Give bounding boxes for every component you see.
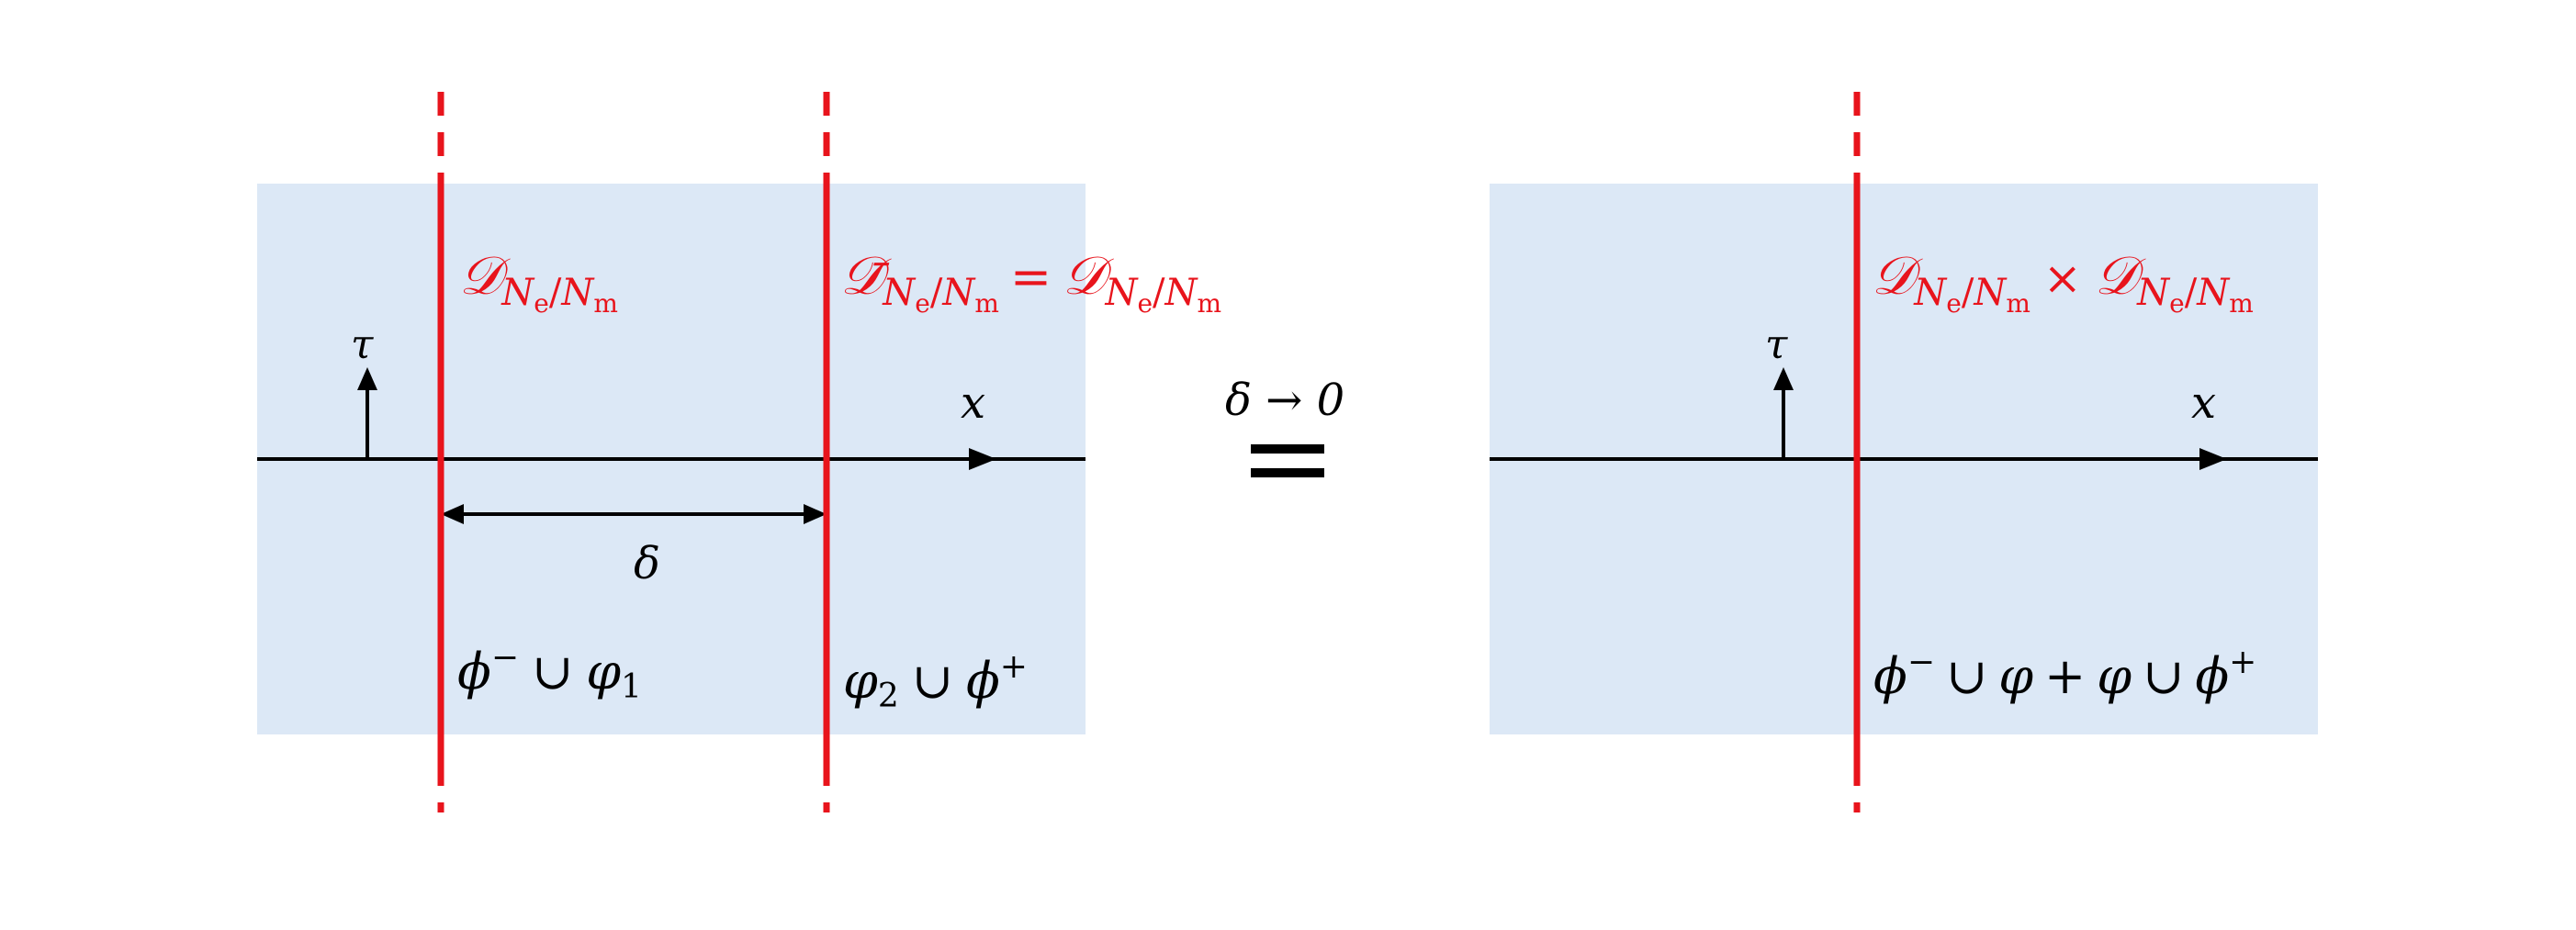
limit-label: δ → 0: [1225, 375, 1344, 426]
region-right-label: φ2 ∪ϕ+: [843, 648, 1028, 715]
fused-region-varphi-2: φ: [2097, 647, 2132, 705]
fused-region-varphi-1: φ: [1998, 647, 2033, 705]
fused-region-cup-2: ∪: [2143, 647, 2184, 705]
defect-2-equals: =: [1010, 248, 1052, 306]
defect-1-sub-n2: N: [560, 272, 595, 314]
left-panel: τ x δ 𝒟Ne/Nm 𝒟̄Ne/Nm=𝒟Ne/Nm ϕ−∪φ1 φ2∪ϕ+: [257, 92, 1221, 812]
fused-times: ×: [2043, 252, 2082, 305]
fused-region-cup-1: ∪: [1946, 647, 1987, 705]
defect-1-sub-e: e: [534, 288, 549, 319]
region-right-sub: 2: [878, 678, 899, 715]
defect-2-rhs-sub-n1: N: [1104, 272, 1139, 314]
region-left-sub: 1: [621, 668, 642, 706]
defect-1-label: 𝒟Ne/Nm: [459, 244, 618, 319]
defect-2-sub-m: m: [974, 288, 999, 319]
region-left-cup: ∪: [532, 643, 573, 700]
defect-2-rhs-sub-m: m: [1198, 288, 1222, 319]
right-panel: τ x 𝒟Ne/Nm×𝒟Ne/Nm ϕ−∪φ+φ∪ϕ+: [1490, 92, 2318, 812]
defect-2-slash: /: [930, 272, 943, 314]
equals-bar-top: [1251, 444, 1324, 454]
region-left-sup: −: [491, 639, 519, 677]
left-tau-label: τ: [351, 321, 374, 368]
region-right-cup: ∪: [912, 652, 953, 710]
defect-2-sub-e: e: [915, 288, 930, 319]
right-x-label: x: [2191, 377, 2216, 429]
defect-1-sub-m: m: [593, 288, 618, 319]
defect-2-rhs-sub-e: e: [1137, 288, 1153, 319]
defect-1-slash: /: [549, 272, 562, 314]
delta-arrowhead-right: [804, 504, 827, 524]
delta-label: δ: [634, 538, 660, 589]
fused-1-sub-m: m: [2006, 288, 2030, 319]
right-tau-label: τ: [1765, 321, 1788, 368]
fused-2-sub-m: m: [2229, 288, 2254, 319]
defect-2-rhs-sub-n2: N: [1164, 272, 1199, 314]
region-left-label: ϕ−∪φ1: [457, 639, 642, 706]
region-right-phi: ϕ: [966, 652, 1000, 710]
fused-1-sub-n2: N: [1973, 272, 2008, 314]
fused-2-sub-n2: N: [2196, 272, 2231, 314]
left-x-label: x: [961, 377, 985, 429]
defect-2-sub-n2: N: [941, 272, 976, 314]
left-tau-arrowhead: [357, 367, 377, 390]
fused-2-sub-e: e: [2169, 288, 2185, 319]
delta-arrowhead-left: [441, 504, 464, 524]
fused-2-sub-n1: N: [2136, 272, 2171, 314]
fused-region-label: ϕ−∪φ+φ∪ϕ+: [1873, 644, 2256, 705]
fused-region-sup-minus: −: [1907, 644, 1935, 681]
fused-1-sub-n1: N: [1913, 272, 1948, 314]
region-left-varphi: φ: [586, 643, 621, 700]
fused-2-slash: /: [2185, 272, 2198, 314]
fused-1-sub-e: e: [1946, 288, 1962, 319]
region-right-sup: +: [1000, 648, 1028, 686]
fused-region-phi-plus: ϕ: [2195, 647, 2229, 705]
right-tau-arrowhead: [1773, 367, 1794, 390]
limit-equality: δ → 0: [1225, 375, 1344, 477]
defect-2-rhs-slash: /: [1153, 272, 1165, 314]
fused-1-slash: /: [1962, 272, 1974, 314]
region-left-phi: ϕ: [457, 643, 491, 700]
equals-bar-bottom: [1251, 468, 1324, 477]
right-x-axis-arrowhead: [2199, 448, 2227, 470]
region-right-varphi: φ: [843, 652, 878, 710]
fused-region-plus: +: [2044, 647, 2086, 705]
left-x-axis-arrowhead: [969, 448, 996, 470]
defect-1-sub-n1: N: [501, 272, 535, 314]
fused-region-sup-plus: +: [2229, 644, 2256, 681]
defect-2-sub-n1: N: [882, 272, 917, 314]
fused-region-phi-minus: ϕ: [1873, 647, 1907, 705]
